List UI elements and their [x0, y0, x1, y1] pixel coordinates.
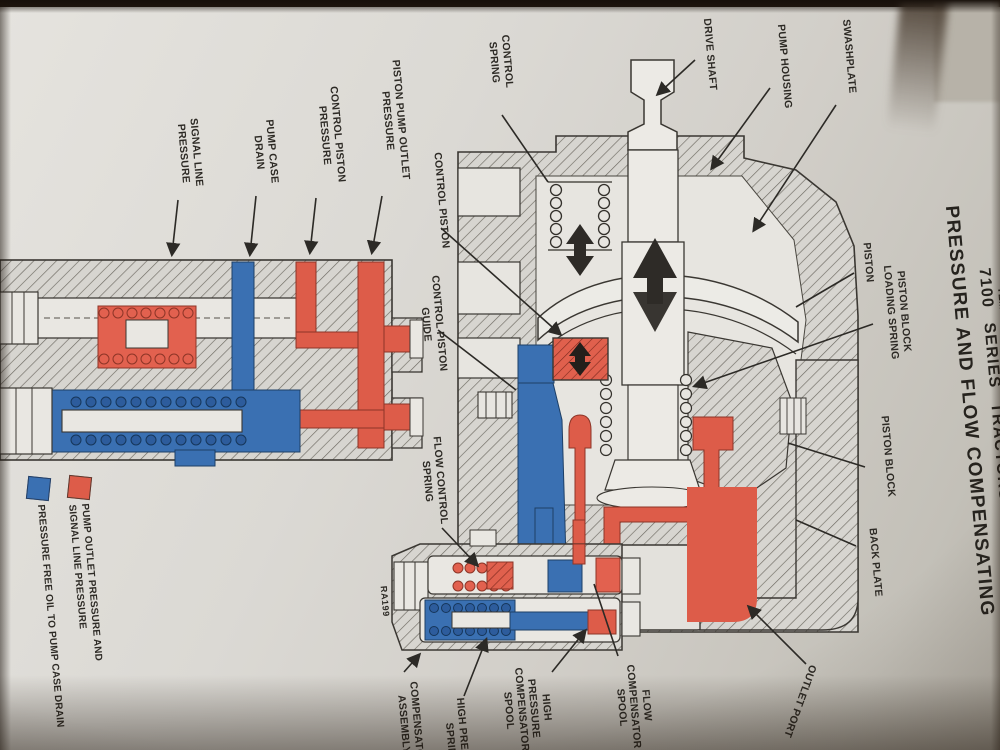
- photo-edge-top: [0, 0, 1000, 13]
- control-valve-group: [0, 259, 424, 467]
- legend-swatch-red: [66, 474, 93, 501]
- outlet-port-shape: [687, 487, 757, 622]
- compensator-assembly-group: [391, 529, 641, 651]
- legend-swatch-blue: [25, 475, 52, 502]
- label-high-pressure-compensator-spool: HIGH PRESSURE COMPENSATOR SPOOL: [501, 667, 554, 750]
- control-piston-shape: [552, 337, 609, 381]
